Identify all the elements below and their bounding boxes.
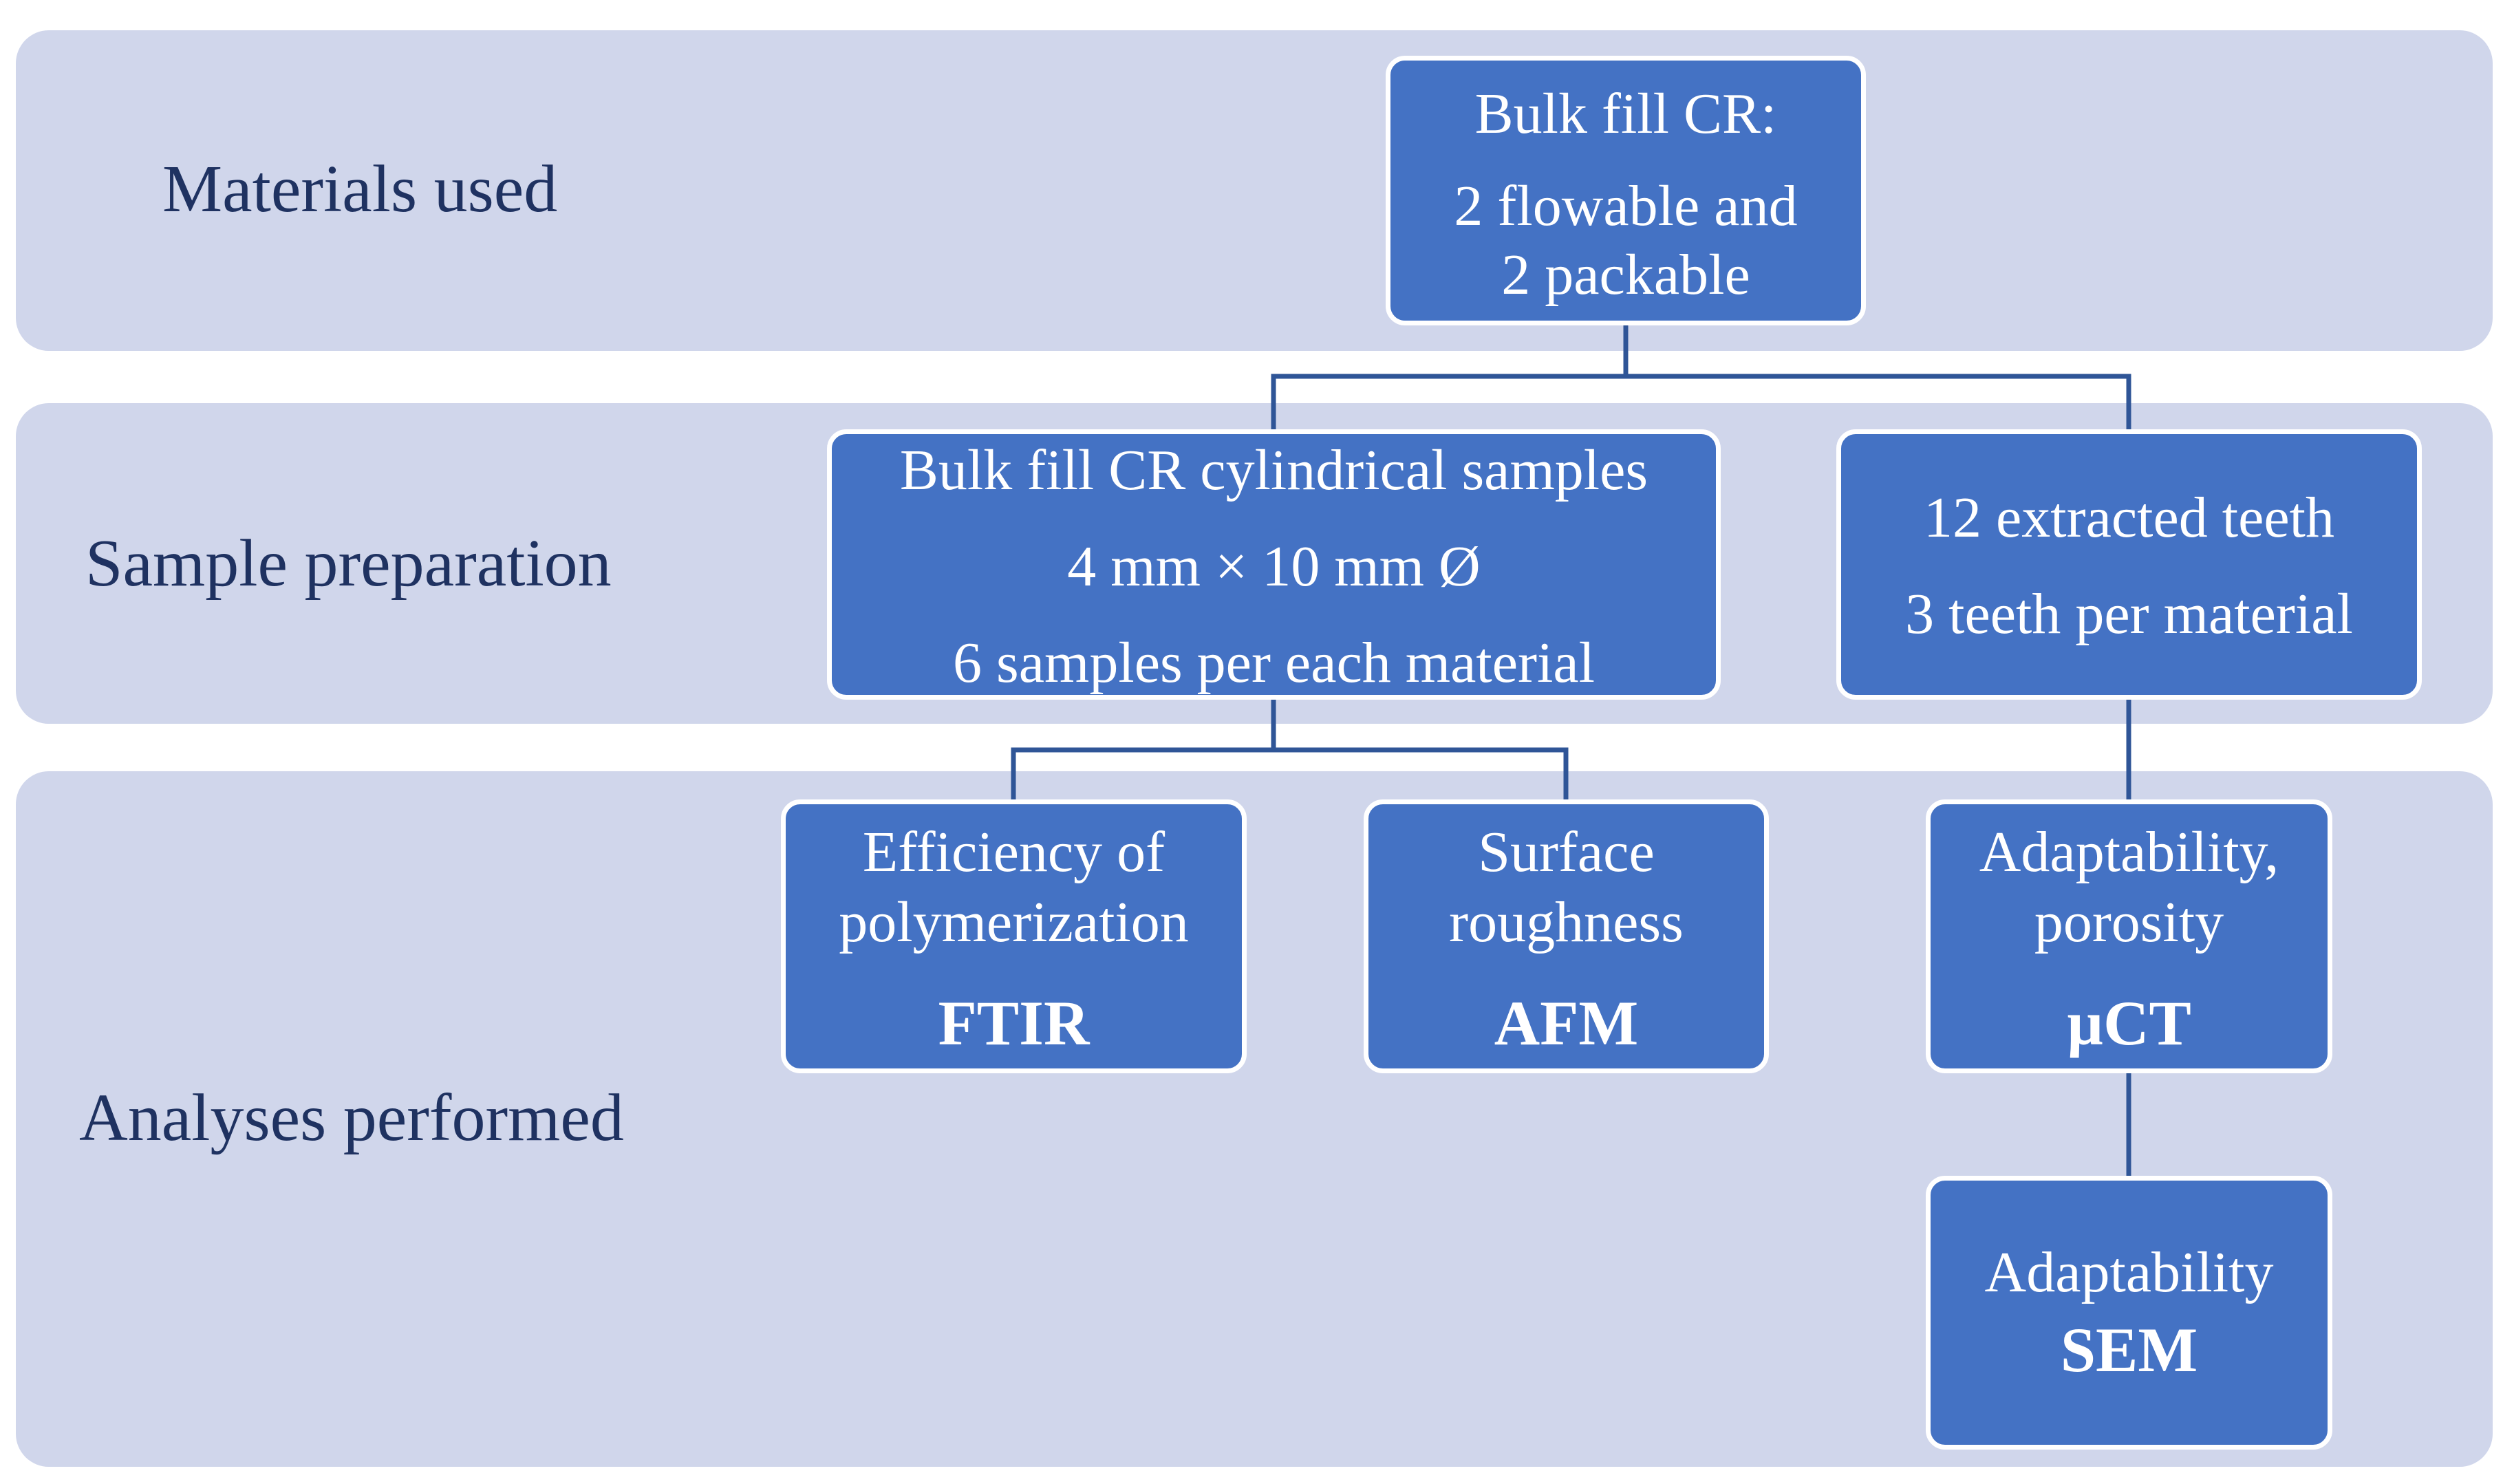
ftir-description-1: Efficiency of: [862, 820, 1165, 884]
uct-box: Adaptability, porosity µCT: [1926, 799, 2332, 1073]
band-materials-used: [16, 30, 2493, 351]
sem-description: Adaptability: [1984, 1240, 2274, 1304]
teeth-per-material: 3 teeth per material: [1905, 582, 2353, 646]
bulk-fill-cr-box: Bulk fill CR: 2 flowable and 2 packable: [1386, 56, 1866, 325]
cylindrical-samples-title: Bulk fill CR cylindrical samples: [899, 438, 1648, 502]
bulk-fill-packable: 2 packable: [1501, 243, 1750, 307]
cylindrical-samples-box: Bulk fill CR cylindrical samples 4 mm × …: [827, 429, 1721, 700]
sem-box: Adaptability SEM: [1926, 1176, 2332, 1450]
uct-description-1: Adaptability,: [1979, 820, 2279, 884]
connector-samples-to-analyses: [1011, 693, 1569, 807]
ftir-box: Efficiency of polymerization FTIR: [781, 799, 1247, 1073]
ftir-description-2: polymerization: [839, 890, 1189, 954]
afm-description-1: Surface: [1478, 820, 1655, 884]
sample-preparation-label: Sample preparation: [85, 526, 612, 601]
cylindrical-samples-dimensions: 4 mm × 10 mm Ø: [1067, 535, 1481, 599]
bulk-fill-flowable: 2 flowable and: [1454, 174, 1798, 238]
sem-method: SEM: [2060, 1315, 2198, 1385]
cylindrical-samples-count: 6 samples per each material: [953, 631, 1595, 695]
connector-bulkfill-to-preparation: [1271, 321, 2131, 437]
uct-description-2: porosity: [2034, 890, 2224, 954]
ftir-method: FTIR: [938, 988, 1090, 1058]
extracted-teeth-count: 12 extracted teeth: [1923, 486, 2335, 550]
afm-description-2: roughness: [1449, 890, 1684, 954]
bulk-fill-title: Bulk fill CR:: [1474, 82, 1777, 146]
uct-method: µCT: [2067, 988, 2191, 1058]
afm-box: Surface roughness AFM: [1364, 799, 1769, 1073]
afm-method: AFM: [1494, 988, 1639, 1058]
extracted-teeth-box: 12 extracted teeth 3 teeth per material: [1836, 429, 2422, 700]
materials-used-label: Materials used: [162, 152, 558, 226]
analyses-performed-label: Analyses performed: [79, 1081, 624, 1155]
